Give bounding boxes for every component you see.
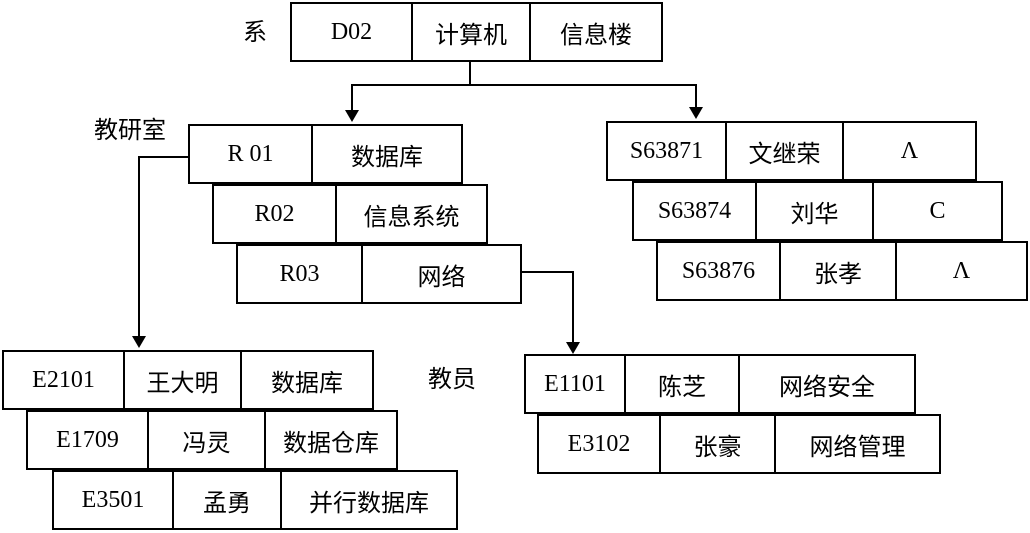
teacher-course-cell: 网络管理 (774, 416, 939, 472)
teacher-record: E1709 冯灵 数据仓库 (26, 410, 398, 470)
teacher-record: E3102 张豪 网络管理 (537, 414, 941, 474)
teacher-name-cell: 王大明 (123, 352, 240, 408)
section-id-cell: R03 (279, 260, 320, 287)
teacher-name-cell: 冯灵 (147, 412, 264, 468)
section-name-cell: 数据库 (311, 126, 461, 182)
student-record: S63871 文继荣 Λ (606, 121, 977, 181)
teacher-record: E3501 孟勇 并行数据库 (52, 470, 458, 530)
teacher-course-cell: 并行数据库 (280, 472, 456, 528)
teacher-record: E2101 王大明 数据库 (2, 350, 374, 410)
student-name-cell: 文继荣 (725, 123, 842, 179)
dept-id-cell: D02 (330, 18, 373, 45)
teacher-name-cell: 孟勇 (172, 472, 280, 528)
teacher-name-cell: 张豪 (659, 416, 774, 472)
teacher-label: 教员 (428, 365, 476, 393)
dept-label: 系 (243, 18, 267, 46)
teacher-id-cell: E3102 (567, 430, 631, 457)
section-record: R 01 数据库 (188, 124, 463, 184)
section-name-cell: 信息系统 (335, 186, 486, 242)
department-record: D02 计算机 信息楼 (290, 2, 663, 62)
teacher-record: E1101 陈芝 网络安全 (524, 354, 916, 414)
teacher-course-cell: 数据库 (240, 352, 372, 408)
teacher-name-cell: 陈芝 (624, 356, 738, 412)
dept-name-cell: 计算机 (411, 4, 529, 60)
student-record: S63876 张孝 Λ (656, 241, 1028, 301)
section-id-cell: R 01 (227, 140, 274, 167)
section-record: R03 网络 (236, 244, 522, 304)
student-id-cell: S63874 (657, 197, 732, 224)
teacher-course-cell: 网络安全 (738, 356, 914, 412)
student-name-cell: 刘华 (755, 183, 872, 239)
student-grade-cell: Λ (895, 243, 1026, 299)
student-grade-cell: C (872, 183, 1001, 239)
dept-to-section-connector (345, 62, 471, 122)
section-label: 教研室 (94, 116, 166, 144)
teacher-id-cell: E2101 (32, 366, 95, 393)
dept-to-student-connector (470, 84, 703, 119)
teacher-id-cell: E3501 (81, 486, 145, 513)
student-record: S63874 刘华 C (632, 181, 1003, 241)
teacher-id-cell: E1709 (56, 426, 119, 453)
section-id-cell: R02 (254, 200, 295, 227)
student-grade-cell: Λ (842, 123, 975, 179)
section-record: R02 信息系统 (212, 184, 488, 244)
section-name-cell: 网络 (361, 246, 520, 302)
network-to-teacher-connector (522, 271, 580, 354)
student-name-cell: 张孝 (779, 243, 895, 299)
teacher-course-cell: 数据仓库 (264, 412, 396, 468)
student-id-cell: S63871 (629, 137, 704, 164)
student-id-cell: S63876 (681, 257, 756, 284)
section-to-teacher-connector (132, 156, 188, 348)
dept-building-cell: 信息楼 (529, 4, 661, 60)
teacher-id-cell: E1101 (544, 370, 606, 397)
